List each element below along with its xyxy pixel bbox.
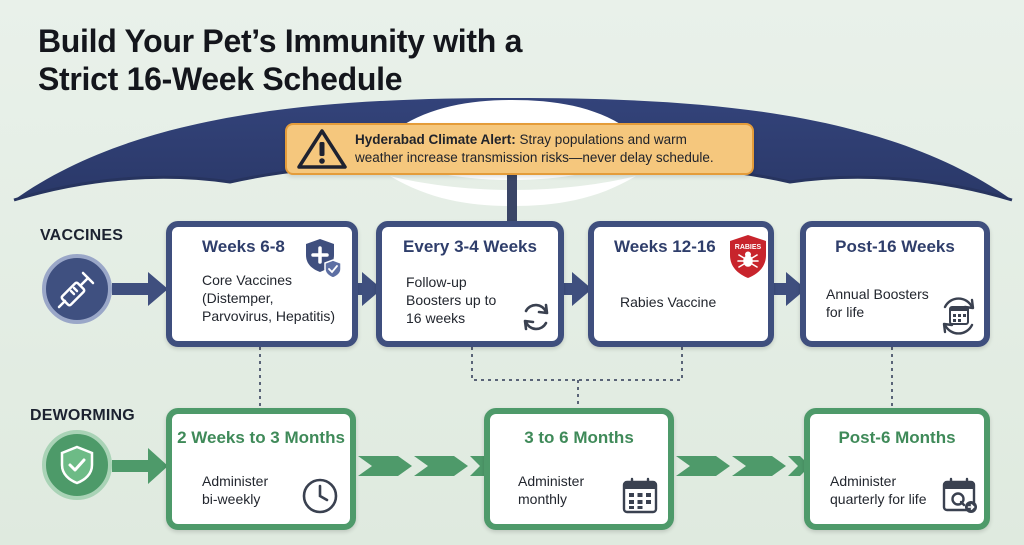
refresh-cycle-icon [523,303,549,331]
syringe-icon [57,271,95,309]
vaccine-arrows [112,272,806,306]
alert-text: Hyderabad Climate Alert: Stray populatio… [355,131,714,167]
alert-line-1: Stray populations and warm [515,132,687,147]
clock-icon [302,478,338,514]
card-title: Every 3-4 Weeks [403,237,537,256]
card-line: Administer [202,473,269,489]
card-line: Core Vaccines [202,272,293,288]
deworm-card-2-weeks-3-months: 2 Weeks to 3 Months Administer bi-weekly [166,408,356,530]
umbrella-shaft [507,170,517,222]
dotted-links [259,347,893,408]
card-line: for life [826,304,865,320]
vaccine-arrow-4 [770,272,806,306]
card-title: Post-6 Months [838,428,956,447]
card-line: Administer [518,473,585,489]
card-title: Weeks 12-16 [614,237,716,256]
rabies-badge-text: RABIES [735,244,762,251]
deworm-chevron-1 [358,456,412,476]
vaccine-arrow-1 [112,272,168,306]
climate-alert: Hyderabad Climate Alert: Stray populatio… [285,123,754,175]
rabies-badge-icon: RABIES [730,235,766,278]
card-title: Post-16 Weeks [835,237,955,256]
card-body: Annual Boosters for life [826,285,929,321]
card-line: 16 weeks [406,310,466,326]
card-body: Rabies Vaccine [620,293,716,311]
vaccine-card-post-16-weeks: Post-16 Weeks Annual Boosters for life [800,221,990,347]
deworm-chevron-2 [414,456,468,476]
vaccine-arrow-3 [558,272,592,306]
shield-plus-icon [306,239,342,279]
card-line: Annual Boosters [826,286,929,302]
alert-line-2: weather increase transmission risks—neve… [355,150,714,165]
card-line: Parvovirus, Hepatitis) [202,308,336,324]
card-title: 2 Weeks to 3 Months [177,428,345,447]
card-line: monthly [518,491,568,507]
deworm-card-post-6-months: Post-6 Months Administer quarterly for l… [804,408,990,530]
card-line: Follow-up [406,274,467,290]
card-line: (Distemper, [202,290,274,306]
calendar-grid-icon [622,477,658,514]
card-line: Administer [830,473,897,489]
deworm-chevron-4 [676,456,730,476]
card-line: quarterly for life [830,491,927,507]
card-line: Rabies Vaccine [620,294,717,310]
shield-check-icon [60,445,94,485]
calendar-cycle-icon [942,297,975,335]
alert-bold: Hyderabad Climate Alert: [355,132,516,147]
card-body: Administer bi-weekly [202,472,268,508]
calendar-q-icon [942,477,977,513]
card-title: 3 to 6 Months [524,428,634,447]
vaccine-row-badge [42,254,112,324]
vaccine-card-weeks-12-16: Weeks 12-16 Rabies Vaccine RABIES [588,221,774,347]
card-line: Boosters up to [406,292,497,308]
deworm-chevron-5 [732,456,786,476]
deworm-row-badge [42,430,112,500]
deworm-card-3-6-months: 3 to 6 Months Administer monthly [484,408,674,530]
card-body: Administer monthly [518,472,584,508]
card-line: bi-weekly [202,491,261,507]
vaccines-label: VACCINES [40,227,124,244]
card-title: Weeks 6-8 [202,237,285,256]
warning-icon [297,129,347,169]
link-boosters-rabies-deworm [471,347,683,408]
page-title: Build Your Pet’s Immunity with a Strict … [38,22,522,98]
card-body: Administer quarterly for life [830,472,926,508]
vaccine-arrow-2 [352,272,382,306]
vaccine-card-weeks-6-8: Weeks 6-8 Core Vaccines (Distemper, Parv… [166,221,358,347]
deworming-label: DEWORMING [30,407,135,424]
title-line-2: Strict 16-Week Schedule [38,61,403,97]
vaccine-card-every-3-4-weeks: Every 3-4 Weeks Follow-up Boosters up to… [376,221,564,347]
deworm-arrows [112,448,810,484]
deworm-arrow-1 [112,448,168,484]
card-body: Core Vaccines (Distemper, Parvovirus, He… [202,271,335,325]
title-line-1: Build Your Pet’s Immunity with a [38,23,523,59]
card-body: Follow-up Boosters up to 16 weeks [406,273,496,327]
